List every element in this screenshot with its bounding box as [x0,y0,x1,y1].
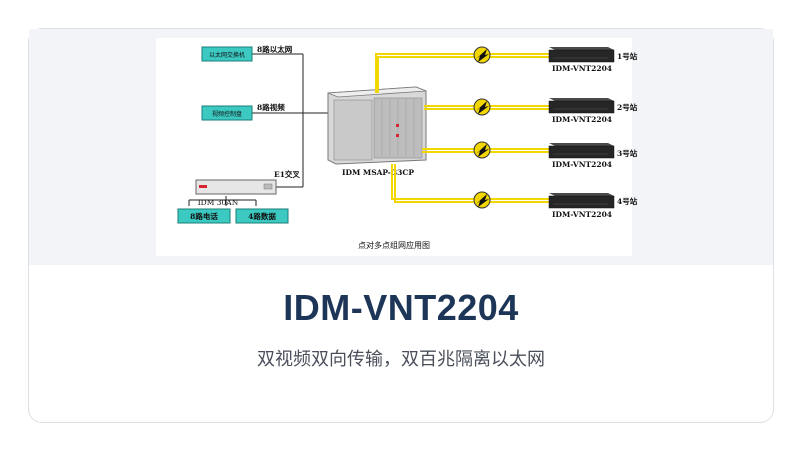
fiber-badge-1 [473,46,491,64]
product-subtitle: 双视频双向传输，双百兆隔离以太网 [257,349,545,370]
product-title: IDM-VNT2204 [283,287,519,328]
data-port-label: 4路数据 [248,211,276,221]
ethernet-link-label: 8路以太网 [257,44,293,54]
video-control-label: 视频控制盘 [212,110,242,118]
phone-port-label: 8路电话 [190,211,218,221]
station-2-model: IDM-VNT2204 [552,115,612,124]
network-diagram-svg: 以太网交换机 8路以太网 视频控制盘 8路视频 IDM 30AN E1交叉 8路… [177,44,638,250]
mux-led [199,185,207,188]
data-port-box [235,208,289,224]
fiber-links [375,53,549,203]
fiber-badge-2 [473,98,491,116]
card-image-area: 以太网交换机 8路以太网 视频控制盘 8路视频 IDM 30AN E1交叉 8路… [29,29,773,265]
network-diagram: 以太网交换机 8路以太网 视频控制盘 8路视频 IDM 30AN E1交叉 8路… [156,38,638,256]
ethernet-switch-box [201,46,253,62]
station-3-device [548,143,615,159]
product-card[interactable]: 以太网交换机 8路以太网 视频控制盘 8路视频 IDM 30AN E1交叉 8路… [28,28,774,423]
fiber-badge-4 [473,191,491,209]
station-1-model: IDM-VNT2204 [552,64,612,73]
station-4-tag: 4号站 [617,196,638,206]
station-4-model: IDM-VNT2204 [552,210,612,219]
station-1-device [548,47,615,63]
mux-name: IDM 30AN [198,198,239,207]
station-4-device [548,193,615,209]
station-1-tag: 1号站 [617,51,638,61]
central-name: IDM MSAP-G3CP [342,168,414,177]
station-2-device [548,98,615,114]
video-control-box [201,105,253,121]
phone-port-box [177,208,231,224]
diagram-caption: 点对多点组网应用图 [358,240,430,250]
station-3-model: IDM-VNT2204 [552,160,612,169]
central-chassis [327,86,427,165]
mux-device [195,179,277,195]
station-3-tag: 3号站 [617,148,638,158]
ethernet-switch-label: 以太网交换机 [209,51,245,59]
video-link-label: 8路视频 [257,102,285,112]
station-2-tag: 2号站 [617,102,638,112]
fiber-badge-3 [473,141,491,159]
mux-switch [263,183,273,190]
e1-link-label: E1交叉 [274,169,300,179]
